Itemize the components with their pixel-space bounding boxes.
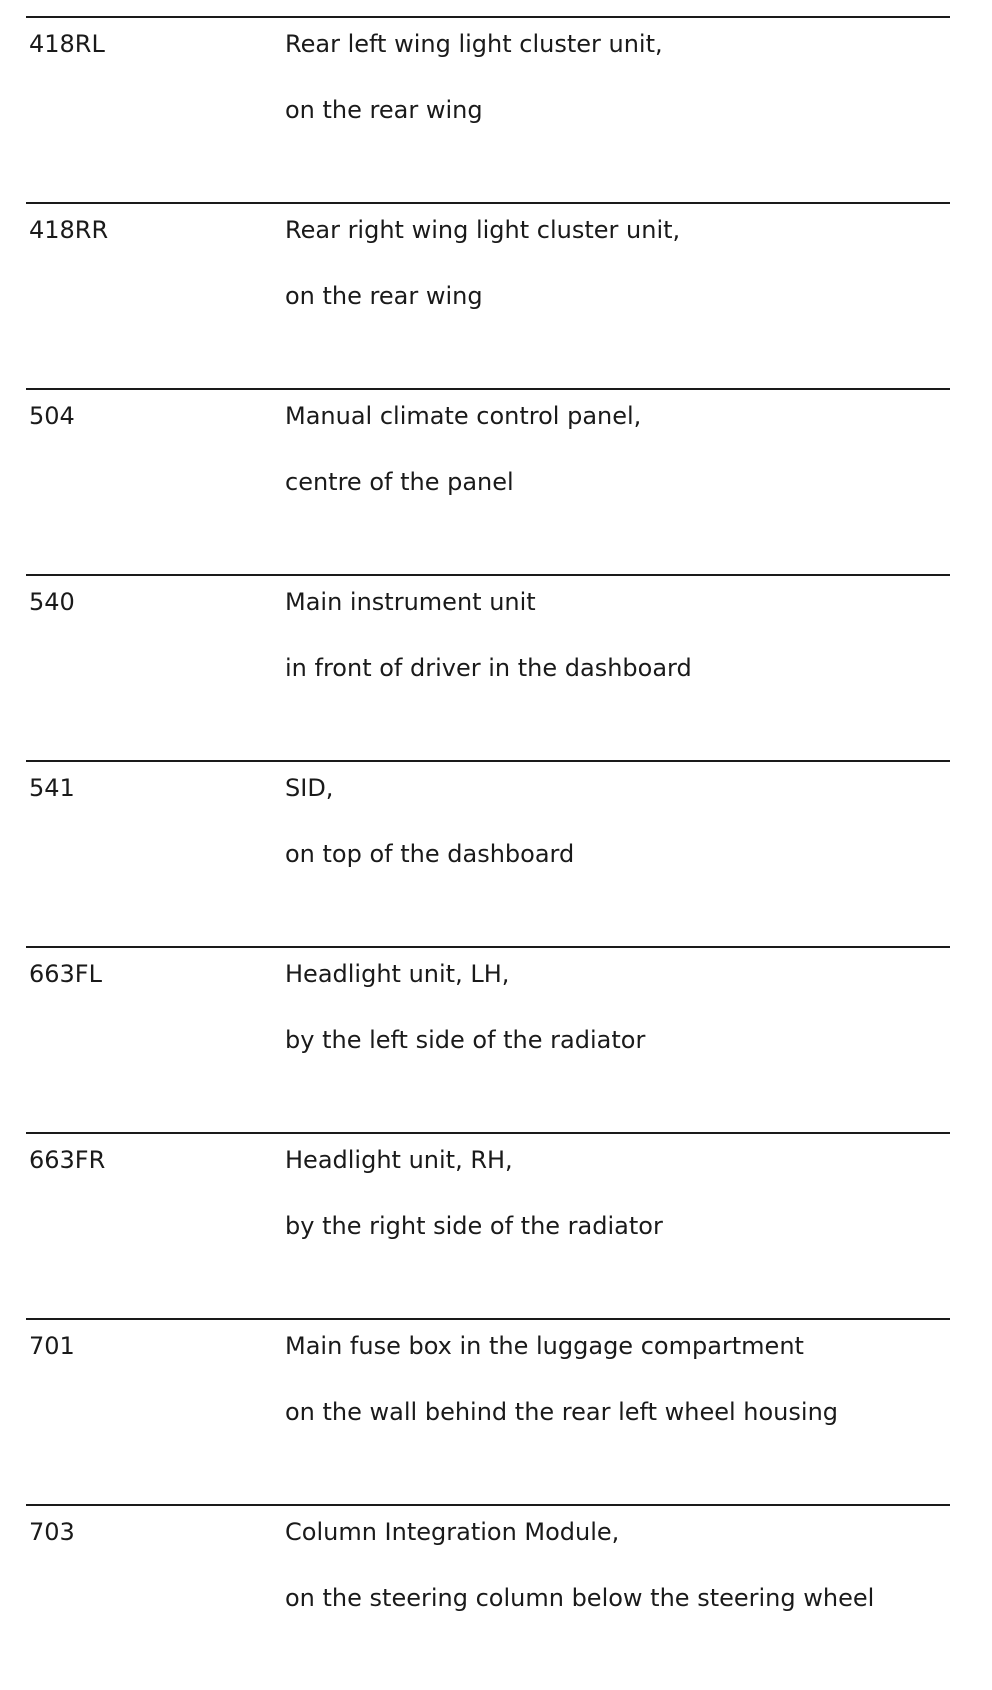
component-location: on the rear wing: [285, 96, 483, 124]
component-code: 663FR: [29, 1146, 106, 1174]
component-location: on the wall behind the rear left wheel h…: [285, 1398, 839, 1426]
component-name: Headlight unit, LH,: [285, 960, 510, 988]
component-code: 703: [29, 1518, 75, 1546]
component-name: Headlight unit, RH,: [285, 1146, 513, 1174]
component-code: 701: [29, 1332, 75, 1360]
table-row: 418RL Rear left wing light cluster unit,…: [26, 16, 950, 202]
component-code: 504: [29, 402, 75, 430]
component-description: Column Integration Module, on the steeri…: [285, 1516, 945, 1614]
component-description: Main instrument unit in front of driver …: [285, 586, 945, 684]
table-row: 663FR Headlight unit, RH, by the right s…: [26, 1132, 950, 1318]
table-row: 663FL Headlight unit, LH, by the left si…: [26, 946, 950, 1132]
component-description: Headlight unit, LH, by the left side of …: [285, 958, 945, 1056]
component-name: Rear right wing light cluster unit,: [285, 216, 681, 244]
component-code: 418RR: [29, 216, 109, 244]
component-description: Main fuse box in the luggage compartment…: [285, 1330, 945, 1428]
component-code: 540: [29, 588, 75, 616]
component-code: 541: [29, 774, 75, 802]
component-location: by the right side of the radiator: [285, 1212, 663, 1240]
component-location: centre of the panel: [285, 468, 514, 496]
component-name: Rear left wing light cluster unit,: [285, 30, 663, 58]
component-name: SID,: [285, 774, 334, 802]
component-table: 418RL Rear left wing light cluster unit,…: [26, 16, 950, 1690]
component-location: on the steering column below the steerin…: [285, 1584, 875, 1612]
component-location: by the left side of the radiator: [285, 1026, 646, 1054]
table-row: 540 Main instrument unit in front of dri…: [26, 574, 950, 760]
table-row: 418RR Rear right wing light cluster unit…: [26, 202, 950, 388]
table-row: 703 Column Integration Module, on the st…: [26, 1504, 950, 1690]
table-row: 541 SID, on top of the dashboard: [26, 760, 950, 946]
table-row: 701 Main fuse box in the luggage compart…: [26, 1318, 950, 1504]
table-row: 504 Manual climate control panel, centre…: [26, 388, 950, 574]
component-name: Main instrument unit: [285, 588, 536, 616]
component-name: Main fuse box in the luggage compartment: [285, 1332, 804, 1360]
component-code: 663FL: [29, 960, 102, 988]
component-code: 418RL: [29, 30, 105, 58]
component-description: SID, on top of the dashboard: [285, 772, 945, 870]
component-name: Manual climate control panel,: [285, 402, 642, 430]
component-location: in front of driver in the dashboard: [285, 654, 692, 682]
component-location: on the rear wing: [285, 282, 483, 310]
component-description: Manual climate control panel, centre of …: [285, 400, 945, 498]
component-description: Rear right wing light cluster unit, on t…: [285, 214, 945, 312]
component-description: Headlight unit, RH, by the right side of…: [285, 1144, 945, 1242]
component-name: Column Integration Module,: [285, 1518, 620, 1546]
component-location: on top of the dashboard: [285, 840, 575, 868]
component-description: Rear left wing light cluster unit, on th…: [285, 28, 945, 126]
